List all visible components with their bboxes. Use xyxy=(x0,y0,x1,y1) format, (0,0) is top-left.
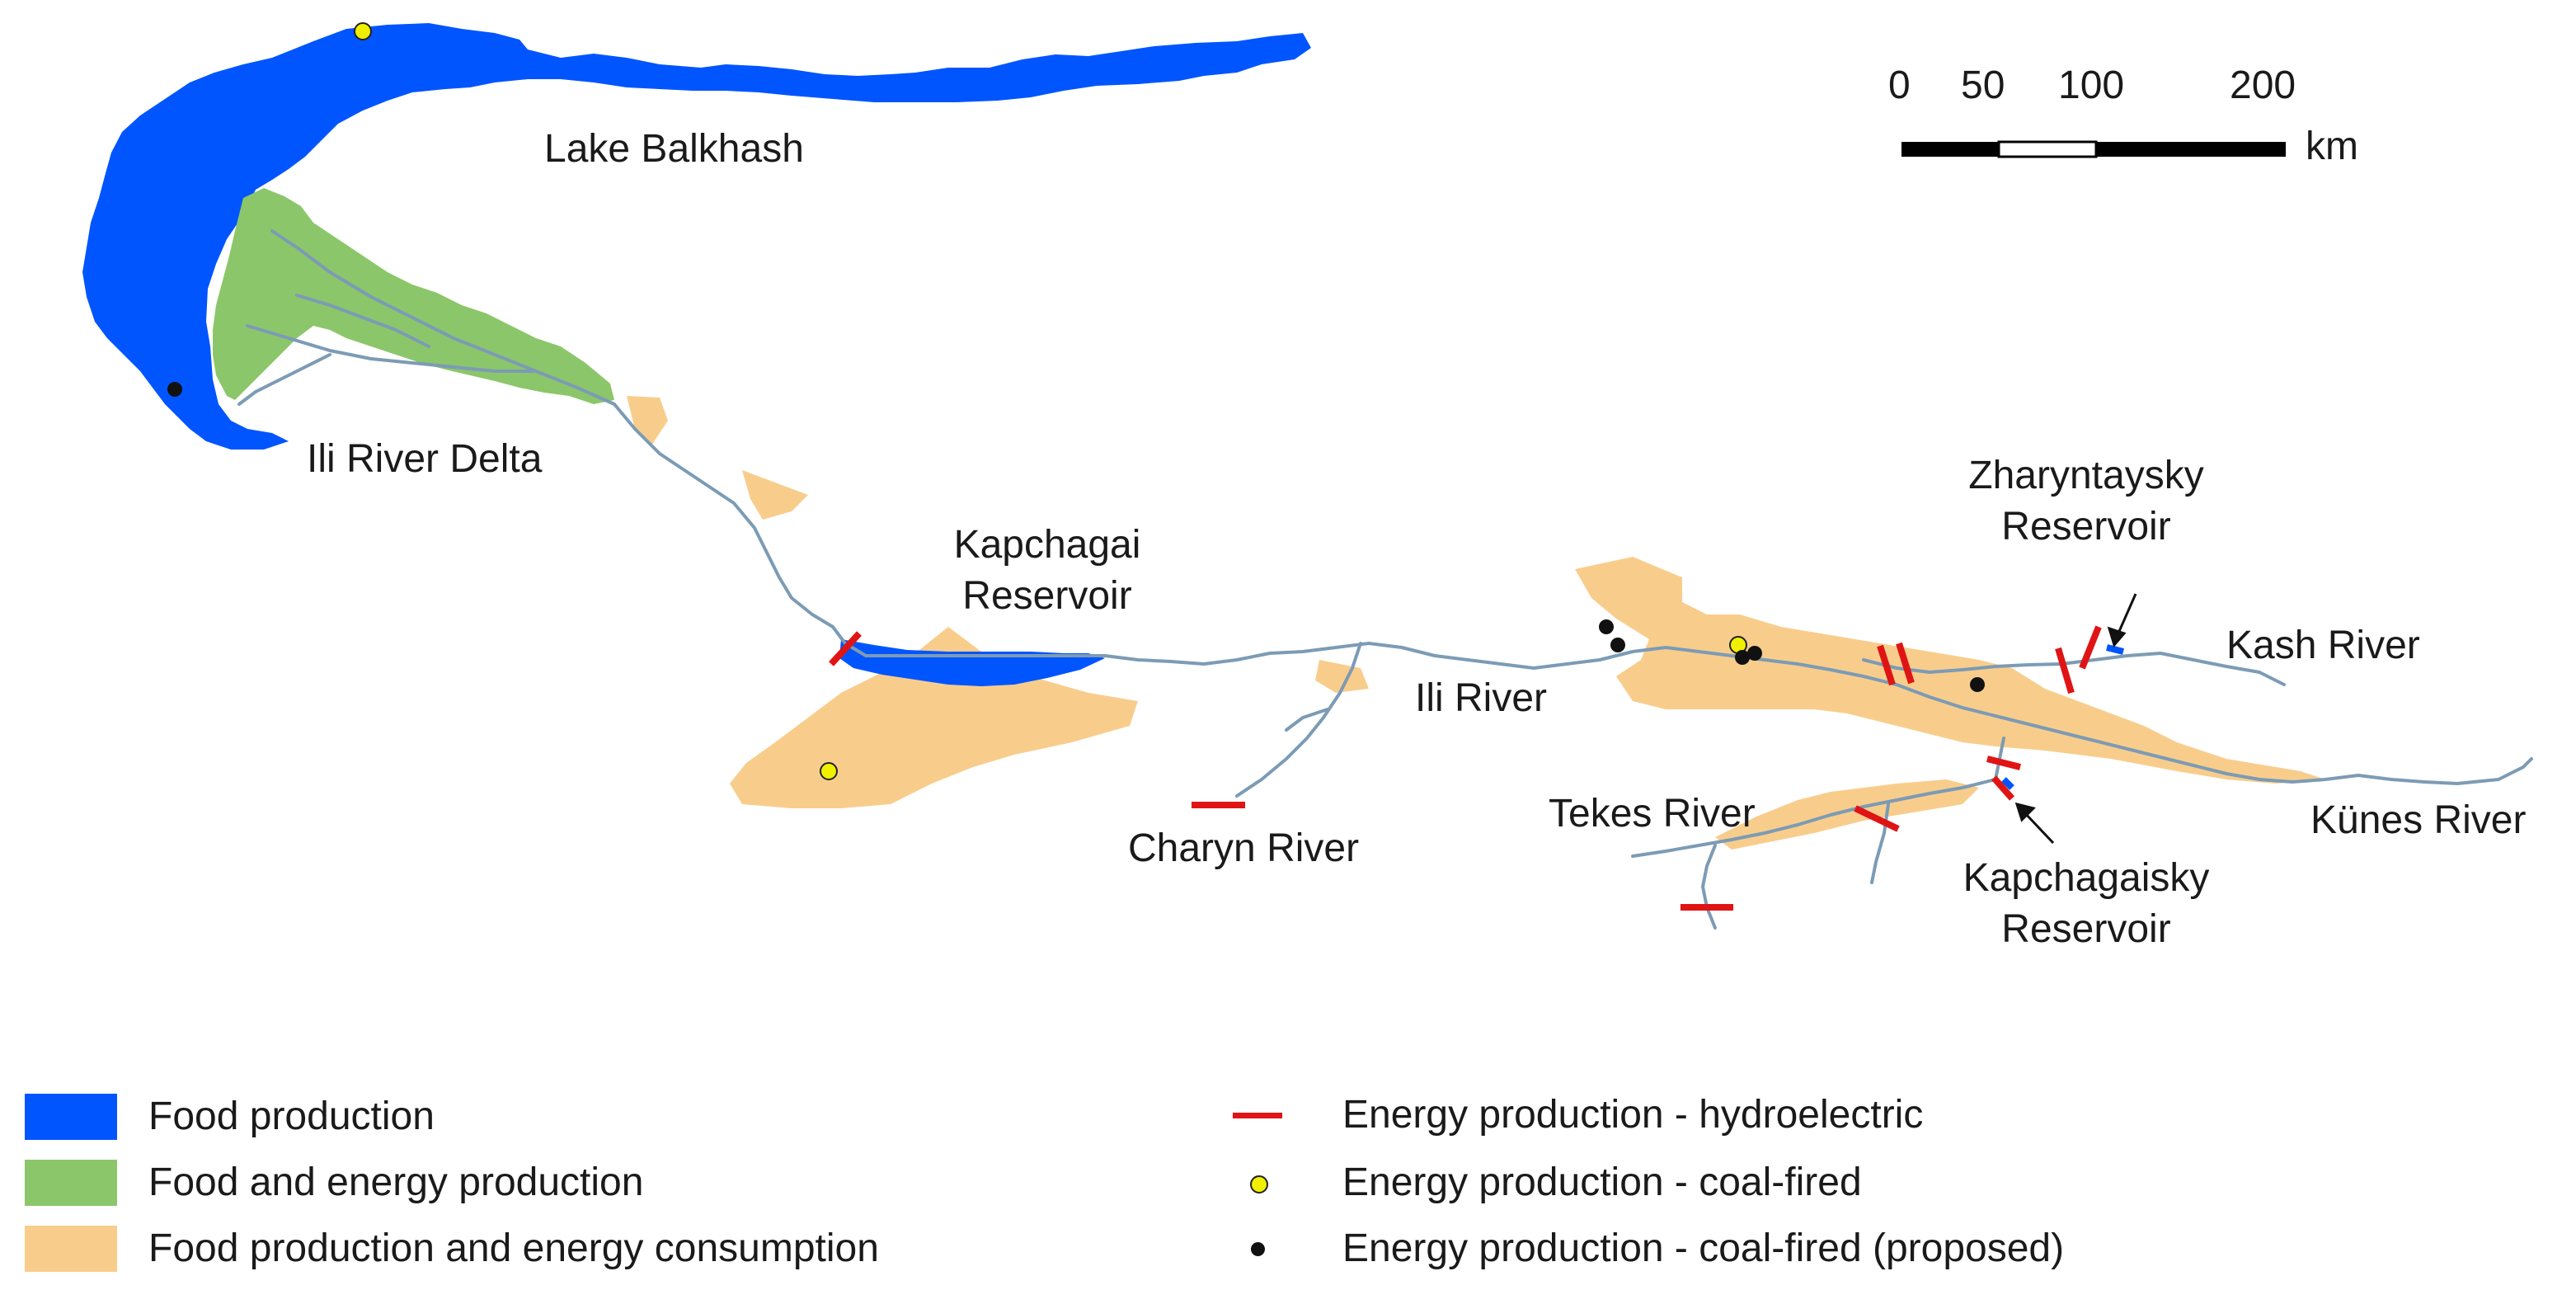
proposed-ili-1 xyxy=(1599,619,1614,634)
kash-river-label: Kash River xyxy=(2226,624,2420,667)
legend-coal: Energy production - coal-fired xyxy=(1229,1158,1862,1208)
legend-food-label: Food production xyxy=(148,1095,435,1138)
delta-channel-3 xyxy=(295,294,430,348)
legend-food: Food production xyxy=(25,1092,435,1142)
hydro-kapchagaisky-2 xyxy=(1991,775,2015,801)
kapchagaisky-reservoir-water xyxy=(2001,777,2014,790)
hydroelectric-markers xyxy=(829,625,2102,911)
zharyntaysky-reservoir-label: Zharyntaysky Reservoir xyxy=(1968,454,2204,548)
proposed-ili-3 xyxy=(1735,650,1750,665)
tekes-river xyxy=(1631,778,1997,858)
legend-proposed-symbol xyxy=(1229,1224,1303,1274)
hydro-kapchagaisky-1 xyxy=(1986,756,2021,770)
zharyntaysky-reservoir-water xyxy=(2106,644,2124,655)
legend-proposed-label: Energy production - coal-fired (proposed… xyxy=(1342,1226,2065,1270)
scale-tick-0: 0 xyxy=(1888,64,1911,107)
ili-main xyxy=(613,403,2533,785)
hydro-kapchagai xyxy=(829,631,862,666)
hydro-ili-east-1 xyxy=(1877,644,1896,686)
area-upper-ili xyxy=(742,470,808,520)
proposed-delta xyxy=(167,382,182,397)
kash-river xyxy=(1862,652,2286,686)
legend-coal-symbol xyxy=(1229,1158,1303,1208)
arrow-kapchagaisky xyxy=(2023,811,2055,845)
legend-food-consumption: Food production and energy consumption xyxy=(25,1224,879,1274)
hydro-ili-east-2 xyxy=(1896,642,1915,685)
charyn-river xyxy=(1235,642,1362,798)
delta-channel-4 xyxy=(237,353,331,406)
legend-food-swatch xyxy=(25,1094,117,1140)
charyn-river-label: Charyn River xyxy=(1128,826,1360,870)
ili-river-delta-label: Ili River Delta xyxy=(307,437,543,481)
coal-balkhash xyxy=(354,22,372,40)
ili-river-label: Ili River xyxy=(1415,676,1548,720)
kunes-river-label: Künes River xyxy=(2310,798,2527,842)
kapchagai-reservoir-label: Kapchagai Reservoir xyxy=(953,523,1141,618)
legend-hydro: Energy production - hydroelectric xyxy=(1229,1090,1923,1140)
river-network xyxy=(237,229,2533,930)
legend-hydro-label: Energy production - hydroelectric xyxy=(1342,1093,1924,1137)
lake-balkhash xyxy=(82,23,1311,450)
legend-hydro-symbol xyxy=(1229,1090,1303,1140)
proposed-coal-markers xyxy=(167,382,1985,692)
area-near-ili-delta xyxy=(627,396,668,445)
coal-kapchagai xyxy=(820,762,838,780)
kapchagai-reservoir-water xyxy=(839,639,1105,686)
scale-unit: km xyxy=(2306,125,2358,168)
area-ili-middle xyxy=(1315,660,1369,693)
proposed-ili-4 xyxy=(1747,646,1762,661)
tekes-river-label: Tekes River xyxy=(1549,792,1756,836)
legend-food-energy-label: Food and energy production xyxy=(148,1161,644,1204)
hydro-zharyntaysky-1 xyxy=(2055,647,2075,694)
proposed-ili-5 xyxy=(1970,677,1985,692)
scale-tick-50: 50 xyxy=(1961,64,2005,107)
delta-channel-1 xyxy=(270,229,616,406)
label-arrows xyxy=(2014,593,2137,845)
legend-food-consumption-swatch xyxy=(25,1226,117,1272)
legend-coal-label: Energy production - coal-fired xyxy=(1342,1161,1862,1204)
lake-balkhash-label: Lake Balkhash xyxy=(544,127,804,171)
scale-bar-graphic xyxy=(1901,140,2286,158)
scale-tick-200: 200 xyxy=(2230,64,2296,107)
ili-delta-area xyxy=(213,188,614,404)
tekes-tributary-2 xyxy=(1870,803,1890,884)
delta-channel-2 xyxy=(246,324,538,373)
tekes-tributary-1 xyxy=(1701,844,1717,930)
coal-fired-markers xyxy=(354,22,1747,780)
legend-food-consumption-label: Food production and energy consumption xyxy=(148,1226,879,1270)
legend-food-energy-swatch xyxy=(25,1160,117,1206)
hydro-zharyntaysky-2 xyxy=(2079,625,2102,670)
proposed-ili-2 xyxy=(1610,638,1625,652)
legend-food-energy: Food and energy production xyxy=(25,1158,643,1208)
legend-proposed: Energy production - coal-fired (proposed… xyxy=(1229,1224,2064,1274)
hydro-tekes-1 xyxy=(1854,805,1900,832)
arrow-zharyntaysky xyxy=(2116,593,2137,636)
scale-tick-100: 100 xyxy=(2058,64,2125,107)
kapchagaisky-reservoir-label: Kapchagaisky Reservoir xyxy=(1963,856,2210,951)
charyn-tributary xyxy=(1285,708,1329,732)
